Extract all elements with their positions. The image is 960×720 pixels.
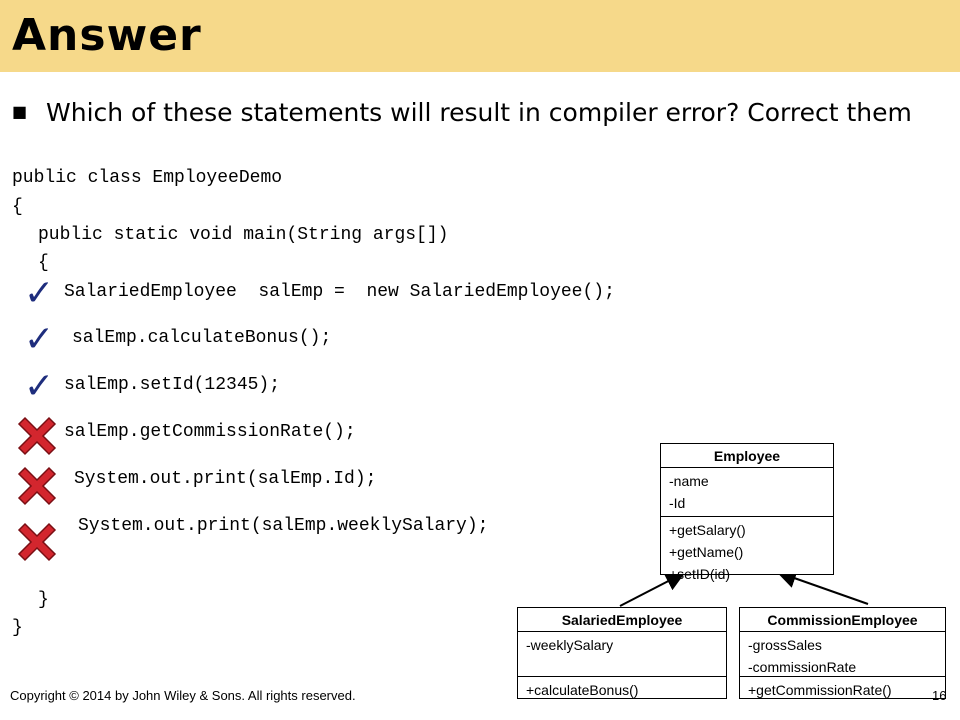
page-number: 16 bbox=[932, 688, 947, 703]
question-text: Which of these statements will result in… bbox=[46, 98, 912, 127]
uml-methods: +calculateBonus() bbox=[518, 677, 726, 703]
uml-class-name: Employee bbox=[661, 444, 833, 468]
code-line-calculate-bonus: salEmp.calculateBonus(); bbox=[72, 328, 332, 348]
commission-inherits-arrow bbox=[776, 568, 869, 605]
uml-class-name: SalariedEmployee bbox=[518, 608, 726, 632]
code-line-print-id: System.out.print(salEmp.Id); bbox=[74, 469, 377, 489]
uml-attribute: -commissionRate bbox=[748, 659, 857, 675]
check-icon: ✓ bbox=[24, 273, 55, 314]
code-line-open-brace: { bbox=[12, 197, 23, 217]
title-bar bbox=[0, 0, 960, 72]
uml-attribute: -weeklySalary bbox=[526, 637, 614, 653]
check-icon: ✓ bbox=[24, 366, 55, 407]
code-line-declaration: SalariedEmployee salEmp = new SalariedEm… bbox=[64, 282, 615, 302]
uml-method: +getSalary() bbox=[669, 522, 746, 538]
uml-class-employee: Employee -name -Id +getSalary() +getName… bbox=[660, 443, 834, 582]
uml-methods: +getSalary() +getName() +setID(id) bbox=[661, 517, 833, 587]
salaried-inherits-arrow bbox=[619, 572, 686, 607]
bullet-icon: ■ bbox=[12, 102, 28, 121]
code-line-set-id: salEmp.setId(12345); bbox=[64, 375, 281, 395]
uml-attribute: -Id bbox=[669, 495, 686, 511]
question-bullet: ■ Which of these statements will result i… bbox=[12, 98, 912, 127]
uml-class-name: CommissionEmployee bbox=[740, 608, 945, 632]
uml-attribute: -name bbox=[669, 473, 709, 489]
uml-method: +setID(id) bbox=[669, 566, 731, 582]
uml-attributes: -grossSales -commissionRate bbox=[740, 632, 945, 677]
uml-method: +calculateBonus() bbox=[526, 682, 639, 698]
cross-icon bbox=[17, 466, 57, 506]
uml-attributes: -name -Id bbox=[661, 468, 833, 517]
uml-attribute: -grossSales bbox=[748, 637, 822, 653]
cross-icon bbox=[17, 416, 57, 456]
copyright-footer: Copyright © 2014 by John Wiley & Sons. A… bbox=[10, 688, 356, 703]
code-line-class: public class EmployeeDemo bbox=[12, 168, 283, 188]
code-line-main: public static void main(String args[]) bbox=[38, 225, 449, 245]
uml-class-commission-employee: CommissionEmployee -grossSales -commissi… bbox=[739, 607, 946, 699]
check-icon: ✓ bbox=[24, 319, 55, 360]
uml-attributes: -weeklySalary bbox=[518, 632, 726, 677]
slide-title: Answer bbox=[12, 10, 202, 61]
uml-method: +getName() bbox=[669, 544, 744, 560]
code-line-get-commission-rate: salEmp.getCommissionRate(); bbox=[64, 422, 356, 442]
code-line-main-brace: { bbox=[38, 253, 49, 273]
uml-method: +getCommissionRate() bbox=[748, 682, 892, 698]
uml-class-salaried-employee: SalariedEmployee -weeklySalary +calculat… bbox=[517, 607, 727, 699]
code-line-main-close: } bbox=[38, 590, 49, 610]
cross-icon bbox=[17, 522, 57, 562]
uml-methods: +getCommissionRate() bbox=[740, 677, 945, 703]
code-line-print-weekly-salary: System.out.print(salEmp.weeklySalary); bbox=[78, 516, 489, 536]
code-line-class-close: } bbox=[12, 618, 23, 638]
